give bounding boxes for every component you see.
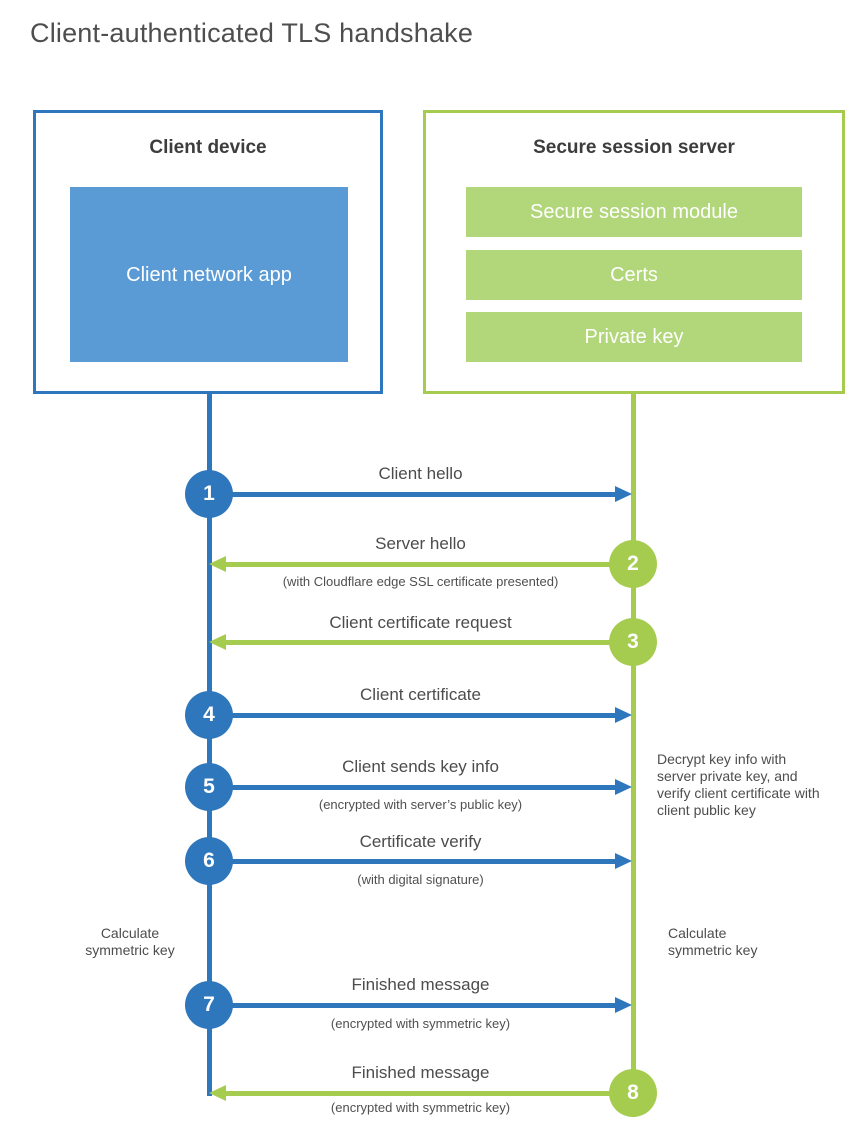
arrow-line-8 — [226, 1091, 633, 1096]
arrow-line-4 — [209, 713, 616, 718]
module-bar-certs: Certs — [466, 250, 802, 300]
step-circle-3: 3 — [609, 618, 657, 666]
step-circle-2: 2 — [609, 540, 657, 588]
decrypt-key-info-note: Decrypt key info with server private key… — [657, 751, 820, 818]
client-device-title: Client device — [149, 137, 267, 158]
message-sublabel-2: (with Cloudflare edge SSL certificate pr… — [282, 574, 559, 589]
message-label-5: Client sends key info — [342, 757, 499, 776]
arrow-left-icon — [209, 556, 226, 572]
secure-session-server-box: Secure session server Secure session mod… — [423, 110, 845, 394]
step-circle-1: 1 — [185, 470, 233, 518]
message-sublabel-5: (encrypted with server’s public key) — [318, 797, 523, 812]
arrow-right-icon — [615, 707, 632, 723]
message-label-7: Finished message — [351, 975, 490, 994]
step-circle-8: 8 — [609, 1069, 657, 1117]
calculate-symmetric-key-note-server: Calculate symmetric key — [668, 925, 758, 958]
message-label-1: Client hello — [378, 464, 463, 483]
message-sublabel-8: (encrypted with symmetric key) — [330, 1100, 511, 1115]
secure-session-server-title: Secure session server — [533, 137, 735, 158]
client-lifeline — [207, 394, 212, 1096]
step-circle-6: 6 — [185, 837, 233, 885]
server-lifeline — [631, 394, 636, 1093]
step-circle-4: 4 — [185, 691, 233, 739]
client-device-box: Client device Client network app — [33, 110, 383, 394]
module-bar-private-key: Private key — [466, 312, 802, 362]
message-label-6: Certificate verify — [359, 832, 482, 851]
arrow-left-icon — [209, 634, 226, 650]
step-circle-7: 7 — [185, 981, 233, 1029]
message-label-8: Finished message — [351, 1063, 490, 1082]
client-network-app-box: Client network app — [70, 187, 348, 362]
calculate-symmetric-key-note-client: Calculate symmetric key — [85, 925, 175, 958]
message-label-3: Client certificate request — [329, 613, 512, 632]
message-sublabel-6: (with digital signature) — [357, 872, 484, 887]
arrow-right-icon — [615, 997, 632, 1013]
arrow-right-icon — [615, 486, 632, 502]
arrow-right-icon — [615, 853, 632, 869]
arrow-line-3 — [226, 640, 633, 645]
arrow-left-icon — [209, 1085, 226, 1101]
step-circle-5: 5 — [185, 763, 233, 811]
arrow-line-1 — [209, 492, 616, 497]
message-sublabel-7: (encrypted with symmetric key) — [330, 1016, 511, 1031]
message-label-4: Client certificate — [360, 685, 481, 704]
arrow-line-2 — [226, 562, 633, 567]
module-bar-secure-session-module: Secure session module — [466, 187, 802, 237]
arrow-line-7 — [209, 1003, 616, 1008]
arrow-line-6 — [209, 859, 616, 864]
page-title: Client-authenticated TLS handshake — [30, 18, 474, 48]
arrow-right-icon — [615, 779, 632, 795]
message-label-2: Server hello — [375, 534, 466, 553]
arrow-line-5 — [209, 785, 616, 790]
